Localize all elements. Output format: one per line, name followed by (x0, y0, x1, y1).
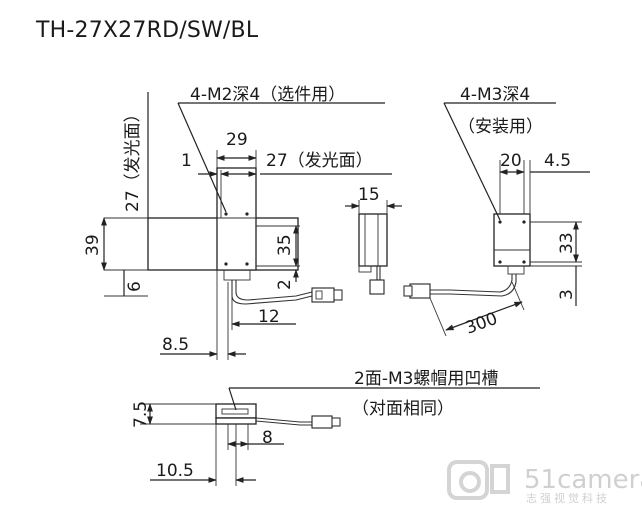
hole-mark (245, 212, 249, 216)
dim-300: 300 (463, 309, 500, 339)
watermark-tagline: 志强视觉科技 (526, 491, 610, 505)
hole-mark (522, 220, 526, 224)
hole-mark (522, 260, 526, 264)
dim-35: 35 (275, 234, 295, 256)
watermark: 51camera 志强视觉科技 (447, 460, 642, 505)
dim-27-face: 27（发光面） (266, 151, 373, 171)
back-view: 4-M3深4 （安装用） 20 4.5 33 3 300 (403, 85, 590, 339)
dim-7-5: 7.5 (131, 401, 151, 428)
connector-back (409, 283, 431, 299)
dim-15: 15 (358, 185, 380, 205)
connector-front (311, 287, 335, 303)
side-view: 15 (345, 185, 402, 295)
bottom-view: 2面-M3螺帽用凹槽 （对面相同） 7.5 8 10.5 (131, 369, 540, 486)
dim-39: 39 (83, 234, 103, 256)
note-nut-groove: 2面-M3螺帽用凹槽 (354, 369, 498, 389)
camera-logo-icon (447, 460, 489, 500)
dim-20: 20 (500, 151, 522, 171)
dim-29: 29 (226, 130, 248, 150)
dim-12: 12 (258, 307, 280, 327)
dim-8-5: 8.5 (162, 335, 189, 355)
dim-2: 2 (275, 279, 295, 290)
dim-3: 3 (557, 289, 577, 300)
dim-8: 8 (262, 428, 273, 448)
dim-27-face-vertical: 27（发光面） (123, 105, 143, 212)
drawing-title: TH-27X27RD/SW/BL (36, 18, 259, 43)
dim-1: 1 (181, 151, 192, 171)
dim-6: 6 (125, 281, 145, 292)
watermark-brand: 51camera (524, 465, 642, 495)
note-m2-holes: 4-M2深4（选件用） (190, 85, 345, 105)
dim-4-5: 4.5 (544, 151, 571, 171)
hole-mark (498, 220, 502, 224)
front-view: 4-M2深4（选件用） 29 1 27（发光面） 27（发光面） 39 6 35 (83, 85, 392, 360)
side-view-body (358, 213, 388, 267)
front-view-housing (216, 167, 257, 271)
connector-bottom (311, 415, 333, 429)
note-m3-holes: 4-M3深4 (460, 85, 530, 105)
dim-10-5: 10.5 (156, 461, 194, 481)
hole-mark (224, 212, 228, 216)
dim-33: 33 (557, 232, 577, 254)
connector-side (369, 279, 385, 295)
hole-mark (245, 262, 249, 266)
hole-mark (224, 262, 228, 266)
note-opposite-same: （对面相同） (352, 399, 454, 419)
note-mounting: （安装用） (458, 117, 543, 137)
hole-mark (498, 260, 502, 264)
